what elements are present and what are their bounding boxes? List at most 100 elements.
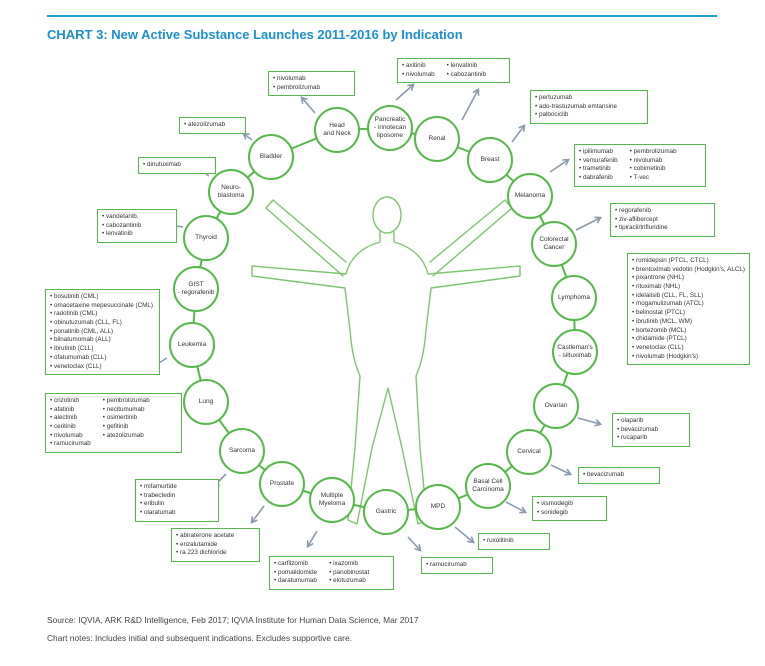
drug-list-box: ramucirumab: [421, 557, 493, 574]
drug-list-box: mifamurtidetrabectedineribulinolaratumab: [135, 479, 219, 522]
indication-node: Ovarian: [533, 383, 579, 429]
indication-node: Multiple Myeloma: [309, 477, 355, 523]
indication-node: Head and Neck: [314, 107, 360, 153]
drug-item: rituximab (NHL): [632, 283, 745, 292]
drug-item: ramucirumab: [50, 440, 91, 449]
indication-node: Lymphoma: [551, 275, 597, 321]
drug-list-box: regorafenibziv-aflibercepttipiracil/trif…: [610, 203, 715, 238]
connector-arrow: [575, 216, 603, 231]
indication-node: Breast: [467, 137, 513, 183]
indication-label: MPD: [430, 502, 446, 510]
drug-item: eribulin: [140, 500, 214, 509]
indication-node: Gastric: [363, 489, 409, 535]
drug-item: bortezomib (MCL): [632, 327, 745, 336]
drug-item: ponatinib (CML, ALL): [50, 328, 155, 337]
drug-item: obinutuzumab (CLL, FL): [50, 319, 155, 328]
connector-arrow: [407, 536, 422, 552]
drug-item: cabozantinib: [102, 222, 172, 231]
drug-item: trametinib: [579, 165, 618, 174]
drug-item: palbociclib: [535, 111, 643, 120]
drug-item: nivolumab (Hodgkin's): [632, 353, 745, 362]
drug-item: ruxolitinib: [483, 537, 545, 546]
drug-item: crizotinib: [50, 397, 91, 406]
connector-arrow: [461, 87, 480, 121]
drug-item: regorafenib: [615, 207, 710, 216]
drug-item: T-vec: [630, 174, 677, 183]
drug-list-box: dinutuximab: [138, 157, 216, 174]
indication-node: Colorectal Cancer: [531, 221, 577, 267]
drug-item: necitumumab: [103, 406, 150, 415]
drug-list-box: carfilzomibpomalidomidedaratumumabixazom…: [269, 556, 394, 591]
drug-list-box: pertuzumabado-trastuzumab emtansinepalbo…: [530, 90, 648, 125]
drug-item: dabrafenib: [579, 174, 618, 183]
drug-item: elotuzumab: [329, 577, 369, 586]
indication-node: Bladder: [248, 134, 294, 180]
indication-label: Thyroid: [195, 233, 217, 241]
indication-label: Multiple Myeloma: [318, 491, 346, 507]
drug-list-box: abiraterone acetateenzalutamidera 223 di…: [171, 528, 260, 563]
connector-arrow: [250, 505, 265, 524]
indication-label: Basal Cell Carcinoma: [472, 477, 504, 493]
drug-item: blinatumomab (ALL): [50, 336, 155, 345]
drug-item: ibrutinib (MCL, WM): [632, 318, 745, 327]
indication-label: Gastric: [375, 507, 397, 515]
drug-list-box: bosutinib (CML)omacetaxine mepesuccinate…: [45, 289, 160, 376]
connector-arrow: [511, 124, 526, 143]
drug-item: nivolumab: [50, 432, 91, 441]
drug-item: vismodegib: [537, 500, 602, 509]
connector-arrow: [505, 501, 528, 514]
connector-arrow: [242, 132, 253, 141]
drug-item: romidepsin (PTCL, CTCL): [632, 257, 745, 266]
indication-label: Lymphoma: [558, 293, 590, 301]
drug-item: pembrolizumab: [630, 148, 677, 157]
drug-item: lenvatinib: [447, 62, 486, 71]
drug-item: panobinostat: [329, 569, 369, 578]
drug-item: gefitinib: [103, 423, 150, 432]
indication-label: Lung: [198, 397, 214, 405]
chart-title: CHART 3: New Active Substance Launches 2…: [47, 27, 463, 42]
indication-label: Neuro- blastoma: [217, 183, 245, 199]
indication-node: Melanoma: [507, 173, 553, 219]
drug-item: idelalisib (CLL, FL, SLL): [632, 292, 745, 301]
indication-node: Prostate: [259, 461, 305, 507]
indication-label: Sarcoma: [228, 446, 255, 454]
drug-item: pomalidomide: [274, 569, 317, 578]
drug-item: nivolumab: [630, 157, 677, 166]
connector-arrow: [454, 526, 475, 544]
drug-item: afatinib: [50, 406, 91, 415]
drug-list-box: atezolizumab: [179, 117, 246, 134]
drug-list-box: vandetanib,cabozantiniblenvatinib: [97, 209, 177, 244]
connector-arrow: [550, 464, 573, 476]
indication-node: Renal: [414, 116, 460, 162]
drug-item: chidamide (PTCL): [632, 335, 745, 344]
indication-node: Neuro- blastoma: [208, 169, 254, 215]
drug-item: nivolumab: [402, 71, 435, 80]
drug-item: radotinib (CML): [50, 310, 155, 319]
connector-arrow: [306, 530, 318, 549]
drug-item: ibrutinib (CLL): [50, 345, 155, 354]
drug-item: lenvatinib: [102, 230, 172, 239]
drug-item: dinutuximab: [143, 161, 211, 170]
drug-item: nivolumab: [273, 75, 350, 84]
drug-item: bosutinib (CML): [50, 293, 155, 302]
drug-item: abiraterone acetate: [176, 532, 255, 541]
indication-node: Sarcoma: [219, 428, 265, 474]
drug-list-box: vismodegibsonidegib: [532, 496, 607, 522]
indication-label: Melanoma: [514, 191, 546, 199]
drug-item: pembrolizumab: [273, 84, 350, 93]
drug-list-box: bevacizumab: [578, 467, 660, 484]
indication-node: MPD: [415, 484, 461, 530]
drug-item: rucaparib: [617, 434, 685, 443]
drug-item: osimertinib: [103, 414, 150, 423]
indication-node: Cervical: [506, 429, 552, 475]
indication-label: Ovarian: [544, 401, 568, 409]
indication-label: Prostate: [269, 479, 295, 487]
drug-item: tipiracil/trifluridine: [615, 224, 710, 233]
drug-list-box: nivolumabpembrolizumab: [268, 71, 355, 97]
drug-item: bevacizumab: [583, 471, 655, 480]
drug-item: pertuzumab: [535, 94, 643, 103]
drug-item: omacetaxine mepesuccinate (CML): [50, 302, 155, 311]
indication-node: Lung: [183, 379, 229, 425]
indication-label: Colorectal Cancer: [539, 235, 569, 251]
connector-arrow: [549, 158, 571, 173]
